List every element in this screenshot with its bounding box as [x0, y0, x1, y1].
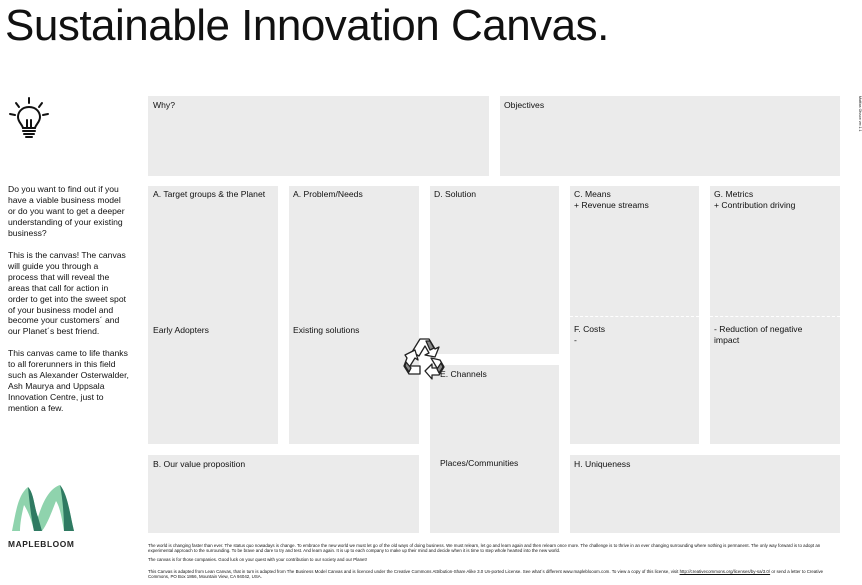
means-box: C. Means+ Revenue streams F. Costs- — [570, 186, 699, 444]
problem-needs-label: A. Problem/Needs — [293, 189, 363, 199]
early-adopters-label: Early Adopters — [153, 325, 209, 335]
channels-box: E. Channels Places/Communities — [430, 365, 559, 533]
uniqueness-box: H. Uniqueness — [570, 455, 840, 533]
recycle-icon — [403, 338, 445, 380]
intro-paragraph-3: This canvas came to life thanks to all f… — [8, 348, 129, 413]
license-link[interactable]: http://creativecommons.org/licenses/by-s… — [679, 569, 771, 574]
intro-paragraph-1: Do you want to find out if you have a vi… — [8, 184, 125, 238]
problem-needs-box: A. Problem/Needs Existing solutions — [289, 186, 419, 444]
page-title: Sustainable Innovation Canvas. — [5, 1, 609, 50]
solution-label: D. Solution — [434, 189, 477, 199]
channels-label: E. Channels — [440, 369, 487, 379]
metrics-label: G. Metrics+ Contribution driving — [714, 189, 796, 210]
places-label: Places/Communities — [440, 458, 519, 468]
footer-text-1: The world is changing faster than ever. … — [148, 543, 821, 554]
footer-license: This Canvas is adapted from Lean Canvas,… — [148, 569, 824, 580]
means-costs-divider — [570, 316, 699, 317]
value-proposition-label: B. Our value proposition — [153, 459, 246, 469]
why-box: Why? — [148, 96, 489, 176]
metrics-box: G. Metrics+ Contribution driving - Reduc… — [710, 186, 840, 444]
brand-name: MAPLEBLOOM — [8, 539, 75, 549]
mapleblooom-logo-icon — [12, 485, 74, 531]
value-proposition-box: B. Our value proposition — [148, 455, 419, 533]
footer-text-2: The canvas is for those companies. Good … — [148, 557, 367, 562]
objectives-label: Objectives — [504, 100, 545, 110]
lightbulb-icon — [9, 97, 49, 138]
means-label: C. Means+ Revenue streams — [574, 189, 649, 210]
existing-solutions-label: Existing solutions — [293, 325, 360, 335]
objectives-box: Objectives — [500, 96, 840, 176]
target-groups-box: A. Target groups & the Planet Early Adop… — [148, 186, 278, 444]
intro-paragraph-2: This is the canvas! The canvas will guid… — [8, 250, 126, 337]
costs-label: F. Costs- — [574, 324, 606, 345]
solution-box: D. Solution — [430, 186, 559, 354]
metrics-divider — [710, 316, 840, 317]
why-label: Why? — [153, 100, 175, 110]
target-groups-label: A. Target groups & the Planet — [153, 189, 266, 199]
uniqueness-label: H. Uniqueness — [574, 459, 631, 469]
version-note: Mattias Olsson ver.1.1 — [858, 96, 862, 132]
